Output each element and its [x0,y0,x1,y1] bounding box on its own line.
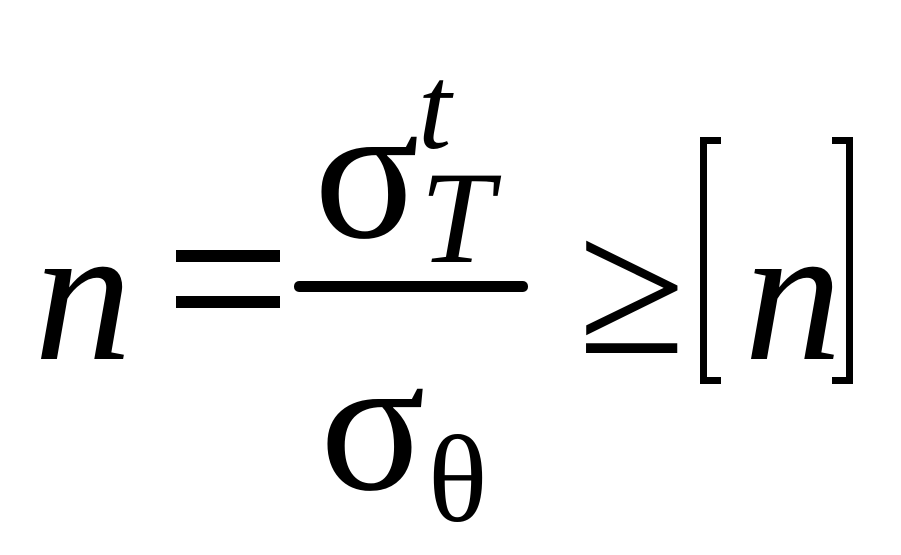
equals-bar-bottom [176,296,280,308]
left-bracket [700,137,721,384]
rhs-variable-n: n [744,185,842,402]
equals-bar-top [176,250,280,262]
lhs-variable-n: n [34,185,132,402]
denominator-sigma: σ [320,315,426,532]
numerator-superscript-t: t [418,41,452,174]
right-bracket [832,137,853,384]
denominator-subscript-theta: θ [428,411,488,548]
numerator-subscript-T: T [420,144,494,291]
greater-equal-sign: ≥ [578,179,686,396]
numerator-sigma: σ [314,63,420,280]
fraction-bar [294,281,528,292]
